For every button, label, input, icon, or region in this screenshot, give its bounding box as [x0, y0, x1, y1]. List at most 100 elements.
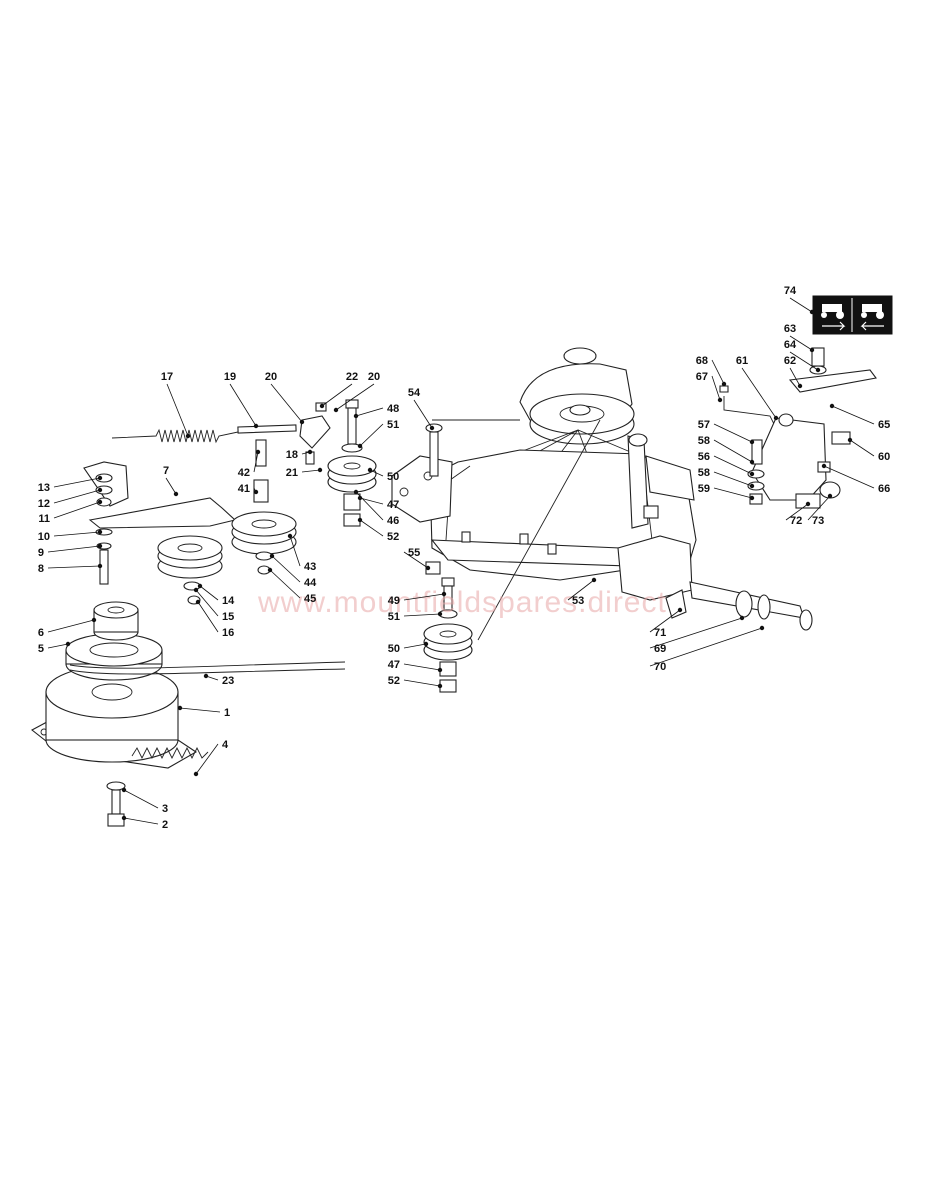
callout-dot — [121, 787, 127, 793]
callout-leader — [53, 531, 101, 537]
callout-label: 52 — [388, 675, 400, 687]
callout-dot — [423, 641, 429, 647]
callout-label: 58 — [698, 467, 710, 479]
callout-label: 64 — [784, 339, 797, 351]
callout-dot — [437, 611, 443, 617]
callout-label: 65 — [878, 419, 890, 431]
callout-dot — [437, 683, 443, 689]
callout-label: 22 — [346, 371, 358, 383]
callout-label: 16 — [222, 627, 234, 639]
callout-label: 47 — [388, 659, 400, 671]
callout-leader — [47, 565, 101, 569]
callout-leader — [359, 497, 384, 505]
callout-label: 59 — [698, 483, 710, 495]
callout-dot — [203, 673, 209, 679]
callout-label: 1 — [224, 707, 230, 719]
clutch-bolt — [106, 781, 126, 827]
callout-leader — [789, 297, 813, 313]
callout-label: 73 — [812, 515, 824, 527]
callout-leader — [53, 489, 101, 504]
callout-label: 21 — [286, 467, 298, 479]
callout-label: 49 — [388, 595, 400, 607]
callout-dot — [759, 625, 765, 631]
callout-label: 68 — [696, 355, 708, 367]
callout-leader — [831, 405, 875, 425]
callout-dot — [809, 347, 815, 353]
lower-idler-pulley — [423, 577, 473, 693]
callout-dot — [269, 553, 275, 559]
callout-label: 74 — [784, 285, 797, 297]
callout-leader — [403, 593, 445, 601]
callout-dot — [805, 501, 811, 507]
pivot-bolt — [253, 439, 269, 503]
callout-leader — [123, 789, 159, 809]
callout-dot — [353, 489, 359, 495]
callout-dot — [317, 467, 323, 473]
callout-dot — [829, 403, 835, 409]
callout-label: 17 — [161, 371, 173, 383]
transmission — [391, 347, 697, 601]
callout-label: 42 — [238, 467, 250, 479]
callout-dot — [367, 467, 373, 473]
callout-dot — [739, 615, 745, 621]
callout-dot — [797, 383, 803, 389]
callout-dot — [749, 439, 755, 445]
callout-dot — [353, 413, 359, 419]
callout-leader — [369, 469, 384, 477]
upper-idler-pulley — [327, 399, 377, 527]
callout-label: 51 — [387, 419, 399, 431]
callout-leader — [179, 707, 221, 713]
callout-label: 41 — [238, 483, 250, 495]
callout-leader — [403, 643, 427, 649]
callout-dot — [441, 591, 447, 597]
callout-label: 66 — [878, 483, 890, 495]
callout-leader — [649, 627, 763, 667]
callout-dot — [773, 415, 779, 421]
callout-label: 69 — [654, 643, 666, 655]
callout-label: 8 — [38, 563, 44, 575]
callout-dot — [717, 397, 723, 403]
callout-label: 13 — [38, 482, 50, 494]
callout-label: 2 — [162, 819, 168, 831]
callout-leader — [253, 451, 259, 473]
callout-dot — [749, 495, 755, 501]
callout-leader — [713, 471, 753, 487]
callout-label: 18 — [286, 449, 298, 461]
callout-label: 55 — [408, 547, 420, 559]
callout-leader — [567, 579, 595, 601]
callout-leader — [335, 383, 375, 411]
callout-leader — [195, 743, 219, 775]
callout-leader — [197, 601, 219, 633]
callout-label: 20 — [265, 371, 277, 383]
direction-decal — [812, 295, 893, 335]
tractor-forward-icon — [821, 304, 846, 331]
callout-dot — [195, 599, 201, 605]
callout-label: 3 — [162, 803, 168, 815]
callout-leader — [403, 679, 441, 687]
callout-leader — [270, 383, 303, 423]
callout-leader — [301, 469, 321, 473]
callout-leader — [269, 569, 301, 599]
parts-drawing — [30, 295, 893, 827]
callout-dot — [429, 425, 435, 431]
callout-leader — [123, 817, 159, 825]
callout-label: 70 — [654, 661, 666, 673]
callout-leader — [199, 585, 219, 601]
tension-rod — [237, 424, 297, 434]
callout-label: 50 — [387, 471, 399, 483]
callout-dot — [749, 471, 755, 477]
callout-dot — [809, 309, 815, 315]
callout-dot — [357, 443, 363, 449]
callout-leader — [229, 383, 257, 427]
callout-dot — [255, 449, 261, 455]
axle-shaft — [665, 581, 813, 631]
callout-dot — [319, 403, 325, 409]
callout-leader — [713, 487, 753, 499]
callout-label: 54 — [408, 387, 421, 399]
callout-dot — [357, 517, 363, 523]
callout-label: 44 — [304, 577, 317, 589]
callout-label: 60 — [878, 451, 890, 463]
callout-leader — [403, 551, 429, 569]
callout-leader — [789, 351, 819, 371]
